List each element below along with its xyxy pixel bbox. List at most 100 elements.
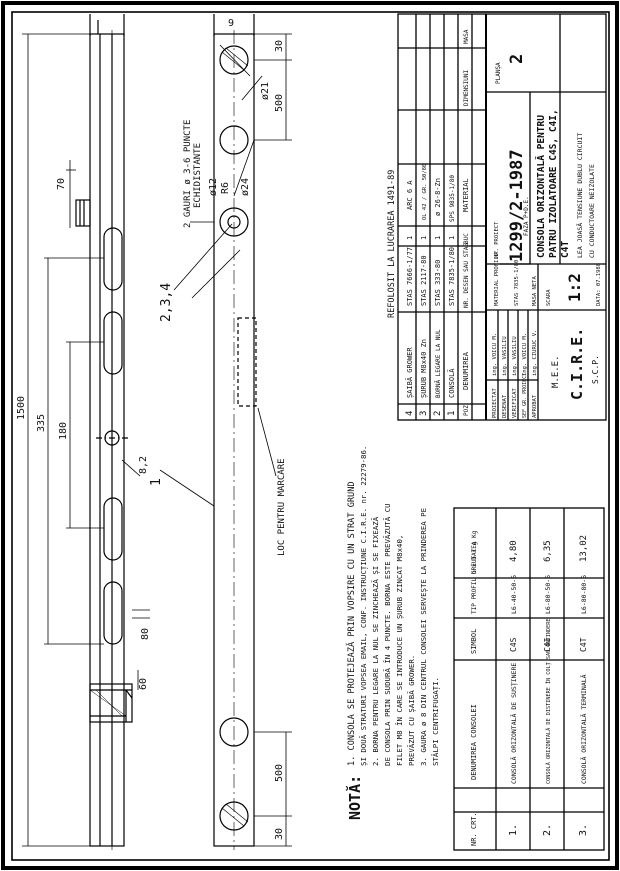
slot — [103, 497, 123, 561]
vt-row-nr: 1. — [508, 824, 519, 836]
vt-header-nr: NR. CRT. — [470, 812, 478, 846]
parts-header-qty: BUC — [463, 233, 470, 244]
role-label: VERIFICAT — [512, 388, 518, 418]
dim-r6: R6 — [220, 182, 231, 194]
part-standard: STAS 333-80 — [434, 260, 442, 306]
part-poz: 4 — [405, 411, 415, 416]
callout-234: 2,3,4 — [159, 283, 174, 322]
vt-row-nr: 3. — [578, 824, 589, 836]
variants-table — [453, 507, 605, 851]
dim-500-bottom: 500 — [274, 764, 285, 782]
dimension-lines-left — [22, 33, 150, 847]
vt-row-weight: 6,35 — [543, 540, 553, 562]
title-line2: PATRU IZOLATOARE C4S, C4I, — [548, 109, 559, 258]
vt-header-name: DENUMIREA CONSOLEI — [470, 704, 478, 780]
vt-row-weight: 13,02 — [579, 535, 589, 562]
vt-row-name: CONSOLĂ ORIZONTALĂ TERMINALĂ — [579, 674, 588, 784]
role-name: ing. VASILIU — [512, 336, 518, 376]
role-name: ing. VASILIU — [502, 336, 508, 376]
plan-view — [213, 14, 257, 850]
dimension-texts: 9 70 1500 335 180 80 8,2 60 30 500 ø21 ø… — [16, 18, 285, 840]
notes-heading: NOTĂ: — [345, 775, 364, 820]
title-line1: CONSOLA ORIZONTALĂ PENTRU — [535, 115, 547, 258]
role-label: APROBAT — [532, 394, 538, 418]
note-line: STÂLPI CENTRIFUGAȚI. — [431, 677, 441, 766]
dim-phi-24: ø24 — [240, 178, 251, 196]
note-line: FILET M8 ÎN CARE SE INTRODUCE UN ȘURUB Z… — [395, 535, 405, 766]
part-material: OL 42 / GR. 50/80 — [422, 164, 428, 220]
slot — [103, 227, 123, 291]
dimension-lines-right — [159, 33, 292, 847]
insulator-hole — [219, 801, 249, 831]
vt-row-symbol: C4I — [543, 637, 552, 652]
part-poz: 1 — [447, 411, 457, 416]
scale-label: SCARA — [546, 289, 552, 306]
variants-table-text: NR. CRT. DENUMIREA CONSOLEI SIMBOL TIP P… — [470, 530, 589, 846]
inner-frame — [11, 11, 610, 861]
dim-82: 8,2 — [138, 456, 149, 474]
note-line: PREVĂZUT CU ȘAIBĂ GROWER. — [407, 655, 417, 766]
part-material: ARC 6 A — [406, 180, 414, 210]
end-cap-section — [89, 683, 133, 723]
part-standard: STAS 2117-80 — [420, 255, 428, 306]
dim-70: 70 — [56, 178, 67, 190]
vt-row-name: CONSOLĂ ORIZONTALĂ DE DISTINERE ÎN COLȚ … — [545, 618, 552, 784]
parts-header-poz: POZ — [463, 405, 470, 416]
material-label: MATERIAL PROFILU' — [494, 250, 500, 306]
role-name: ing. VOICU M. — [492, 333, 498, 376]
vt-row-weight: 4,80 — [509, 540, 519, 562]
parts-header-mass: MASA — [463, 29, 470, 44]
parts-header-dim: DIMENSIUNI — [463, 69, 470, 106]
subtitle-line2: CU CONDUCTOARE NEIZOLATE — [588, 164, 596, 258]
phase-label: FAZA P+D.E. — [523, 196, 530, 236]
part-standard: STAS 7666-1/77 — [406, 247, 414, 306]
insulator-hole — [219, 125, 249, 155]
parts-header-name: DENUMIREA — [462, 351, 470, 390]
title-block — [397, 13, 607, 421]
dim-60: 60 — [138, 678, 149, 690]
parts-header-material: MATERIAL — [462, 178, 470, 212]
drawing-annotations: 2 GAURI ø 3-6 PUNCTE ECHIDISTANTE 2,3,4 … — [149, 120, 287, 556]
note-line: 3. GAURA ø 8 DIN CENTRUL CONSOLEI SERVEȘ… — [419, 508, 429, 766]
dim-width-top: 9 — [228, 18, 234, 29]
title-block-text: REFOLOSIT LA LUCRAREA 1491-89 4 ȘAIBĂ GR… — [387, 29, 602, 418]
dim-phi-21: ø21 — [260, 82, 271, 100]
dim-500-top: 500 — [274, 94, 285, 112]
role-name: ing. CIURUC V. — [532, 330, 538, 376]
bar-side-outline — [89, 33, 125, 847]
callout-1: 1 — [149, 478, 164, 486]
vt-row-profile: L6-40-50-5 — [510, 575, 518, 614]
part-name: CONSOLĂ — [447, 368, 456, 398]
part-qty: 1 — [406, 236, 414, 240]
note-line: DE CONSOLA PRIN SUDURĂ ÎN 4 PUNCTE. BORN… — [383, 503, 392, 766]
vt-header-weight: GREUTATEA Kg — [471, 530, 478, 574]
note-line: 2. BORNA PENTRU LEGARE LA NUL SE ZINCHEA… — [371, 516, 381, 766]
project-number: 1299/2-1987 — [507, 149, 527, 262]
notes-block: NOTĂ: 1. CONSOLA SE PROTEJEAZĂ PRIN VOPS… — [345, 446, 441, 820]
part-name: ȘAIBĂ GROWER — [405, 347, 415, 398]
part-poz: 2 — [433, 411, 443, 416]
note-line: ȘI DOUĂ STRATURI VOPSEA EMAIL, CONF. INS… — [359, 446, 369, 766]
part-name: BORNĂ LEGARE LA NUL — [435, 329, 442, 398]
role-name: ing. VOICU M. — [522, 333, 528, 376]
part-name: ȘURUB M8x40 Zn — [420, 339, 429, 398]
part-qty: 1 — [420, 236, 428, 240]
vt-header-profile: TIP PROFIL h x b x g — [471, 541, 478, 614]
holes-note-line1: 2 GAURI ø 3-6 PUNCTE — [183, 120, 193, 228]
center-boss — [227, 215, 241, 229]
slot — [103, 581, 123, 645]
title-line3: C4T — [560, 241, 571, 258]
subtitle-line1: LEA JOASĂ TENSIUNE DUBLU CIRCUIT — [575, 133, 584, 258]
dim-335: 335 — [36, 414, 47, 432]
part-material: SPS 9835-1/80 — [449, 175, 456, 222]
side-view — [75, 14, 133, 850]
role-label: PROIECTAT — [492, 388, 498, 418]
project-label: NR. PROIECT — [494, 221, 500, 258]
vt-row-symbol: C4S — [509, 637, 518, 652]
vt-row-symbol: C4T — [579, 637, 588, 652]
part-qty: 1 — [448, 236, 456, 240]
part-standard: STAS 7835-1/80 — [448, 247, 456, 306]
dim-1500: 1500 — [16, 396, 27, 420]
